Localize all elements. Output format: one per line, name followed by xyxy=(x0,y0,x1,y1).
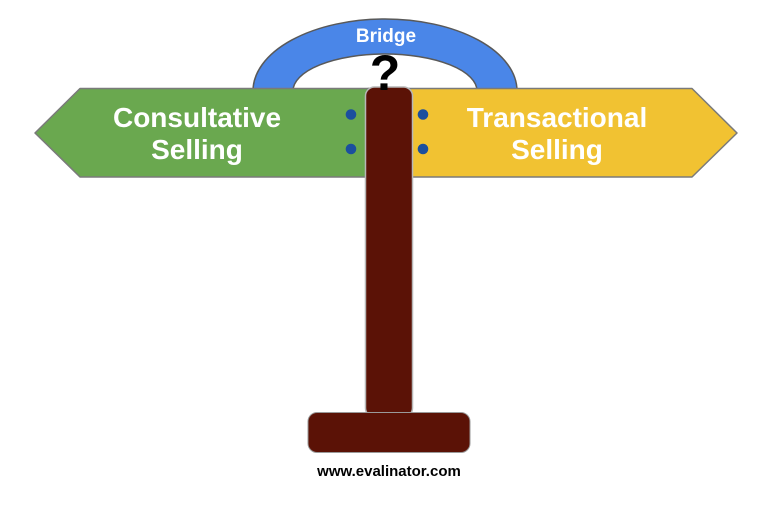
transactional-label-line2: Selling xyxy=(511,134,603,165)
bolt-dot-right-top xyxy=(417,109,429,120)
footer-url: www.evalinator.com xyxy=(316,463,461,480)
consultative-label-line1: Consultative xyxy=(113,102,281,133)
consultative-label-line2: Selling xyxy=(151,134,243,165)
bolt-dot-left-bottom xyxy=(345,143,357,155)
question-mark: ? xyxy=(370,45,401,101)
signpost-pole xyxy=(364,86,414,418)
bridge-arch xyxy=(252,18,518,92)
bolt-dot-left-top xyxy=(345,109,357,120)
signpost-base xyxy=(307,412,471,453)
transactional-label-line1: Transactional xyxy=(467,102,648,133)
bolt-dot-right-bottom xyxy=(417,143,429,155)
bridge-label: Bridge xyxy=(356,26,416,47)
